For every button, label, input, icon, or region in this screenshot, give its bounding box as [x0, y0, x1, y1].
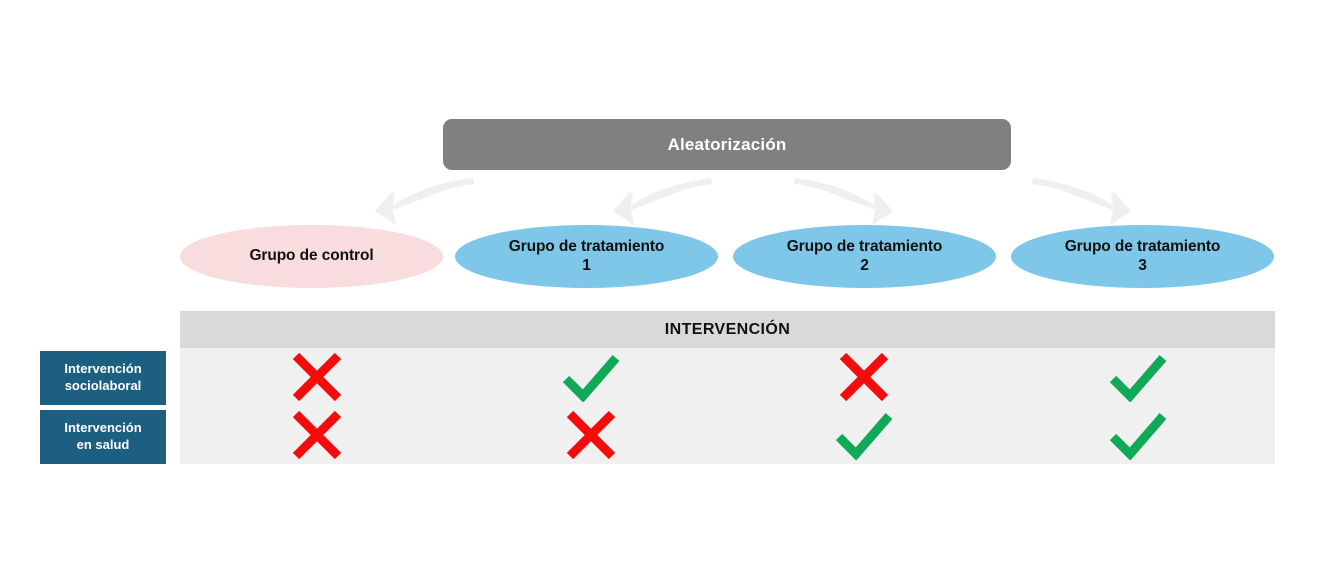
- intervention-table: INTERVENCIÓN: [180, 311, 1275, 464]
- check-icon: [1109, 413, 1167, 460]
- cross-icon: [292, 410, 342, 460]
- arrow-to-treatment-1-icon: [606, 175, 716, 227]
- arrow-to-control-icon: [368, 175, 478, 227]
- cross-icon: [566, 410, 615, 460]
- mark-cell: [728, 348, 1002, 406]
- mark-cell: [454, 348, 728, 406]
- randomization-title: Aleatorización: [667, 134, 787, 154]
- intervention-table-header: INTERVENCIÓN: [180, 311, 1275, 348]
- check-icon: [562, 355, 620, 402]
- arrow-to-treatment-2-icon: [790, 175, 900, 227]
- check-icon: [1109, 355, 1167, 402]
- mark-cell: [180, 406, 454, 464]
- randomization-box: Aleatorización: [443, 119, 1011, 170]
- group-ellipse-control: Grupo de control: [180, 225, 443, 288]
- table-row: [180, 348, 1275, 406]
- intervention-table-body: [180, 348, 1275, 464]
- cross-icon: [840, 352, 889, 402]
- mark-cell: [454, 406, 728, 464]
- mark-cell: [728, 406, 1002, 464]
- mark-cell: [1001, 348, 1275, 406]
- table-row: [180, 406, 1275, 464]
- intervention-header-label: INTERVENCIÓN: [664, 320, 791, 338]
- mark-cell: [180, 348, 454, 406]
- check-icon: [836, 413, 893, 460]
- mark-cell: [1001, 406, 1275, 464]
- group-label-control: Grupo de control: [249, 247, 374, 265]
- arrow-to-treatment-3-icon: [1028, 175, 1138, 227]
- cross-icon: [292, 352, 342, 402]
